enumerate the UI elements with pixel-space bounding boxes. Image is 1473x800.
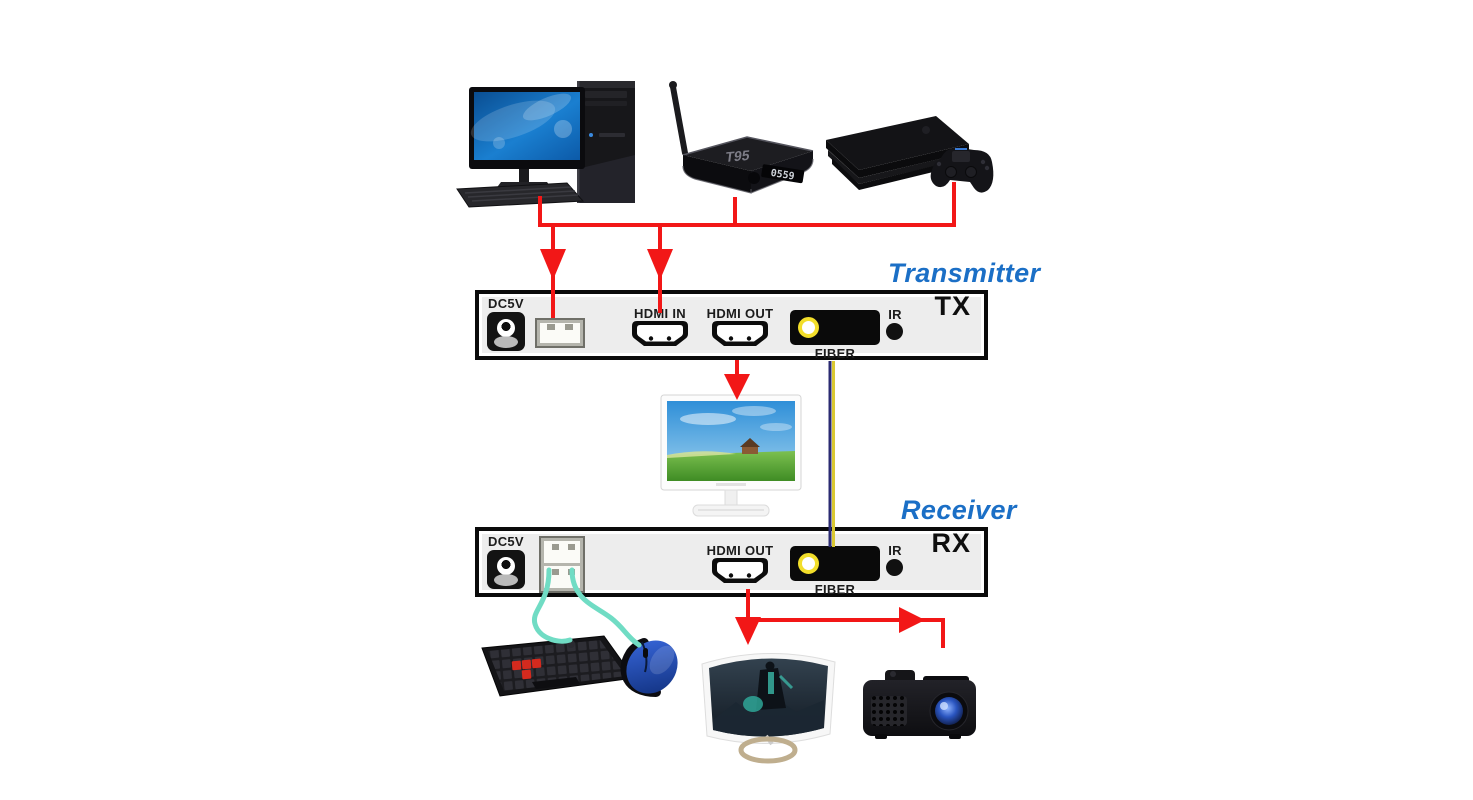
desktop-pc-graphic: [456, 81, 635, 208]
tx-usb-port: [535, 318, 585, 348]
receiver-panel: RX DC5V HDMI OUT FIBER IR: [475, 527, 988, 597]
rx-dc-jack: [487, 550, 525, 589]
tx-hdmi-in-port: [632, 321, 688, 347]
desktop-pc-image: [455, 73, 650, 213]
tv-box-brand-text: T95: [725, 147, 751, 165]
curved-monitor-image: [696, 640, 841, 765]
tx-dc5v-label: DC5V: [488, 296, 524, 311]
rx-fiber-port: [790, 546, 880, 581]
fiber-cable: [828, 361, 835, 547]
curved-monitor-graphic: [701, 653, 836, 764]
rx-hdmi-out-label: HDMI OUT: [706, 543, 774, 558]
transmitter-panel: TX DC5V HDMI IN HDMI OUT FIBER: [475, 290, 988, 361]
tx-model-label: TX: [934, 291, 971, 321]
transmitter-title: Transmitter: [888, 258, 1041, 288]
keyboard-graphic: [481, 635, 635, 697]
monitor-image: [656, 393, 806, 523]
rx-fiber-connector-ring: [798, 553, 819, 574]
tx-hdmi-out-port: [712, 321, 768, 347]
rx-model-label: RX: [931, 528, 971, 558]
game-console-image: [808, 100, 1003, 215]
tv-box-clock-text: 0559: [770, 168, 796, 183]
tv-box-graphic: 0559 T95: [669, 81, 814, 194]
rx-fiber-label: FIBER: [814, 582, 856, 597]
tx-ir-label: IR: [888, 307, 902, 322]
receiver-title: Receiver: [901, 495, 1017, 525]
tx-hdmi-out-label: HDMI OUT: [706, 306, 774, 321]
tx-ir-sensor: [886, 323, 903, 340]
projector-image: [857, 660, 982, 750]
tx-fiber-port: [790, 310, 880, 345]
tx-fiber-label: FIBER: [814, 346, 856, 361]
mouse-graphic: [620, 638, 678, 697]
rx-dc5v-label: DC5V: [488, 534, 524, 549]
tx-fiber-connector-ring: [798, 317, 819, 338]
tx-hdmi-in-label: HDMI IN: [634, 306, 686, 321]
rx-hdmi-out-port: [712, 558, 768, 584]
game-console-graphic: [826, 116, 994, 193]
rx-usb-ports: [539, 536, 585, 593]
rx-ir-sensor: [886, 559, 903, 576]
rx-ir-label: IR: [888, 543, 902, 558]
projector-graphic: [863, 670, 976, 739]
mouse-image: [616, 632, 686, 700]
red-arrowheads-top: [540, 249, 673, 280]
keyboard-image: [476, 628, 641, 708]
tv-box-image: 0559 T95: [655, 73, 825, 198]
monitor-graphic: [660, 394, 802, 517]
tx-dc-jack: [487, 312, 525, 351]
